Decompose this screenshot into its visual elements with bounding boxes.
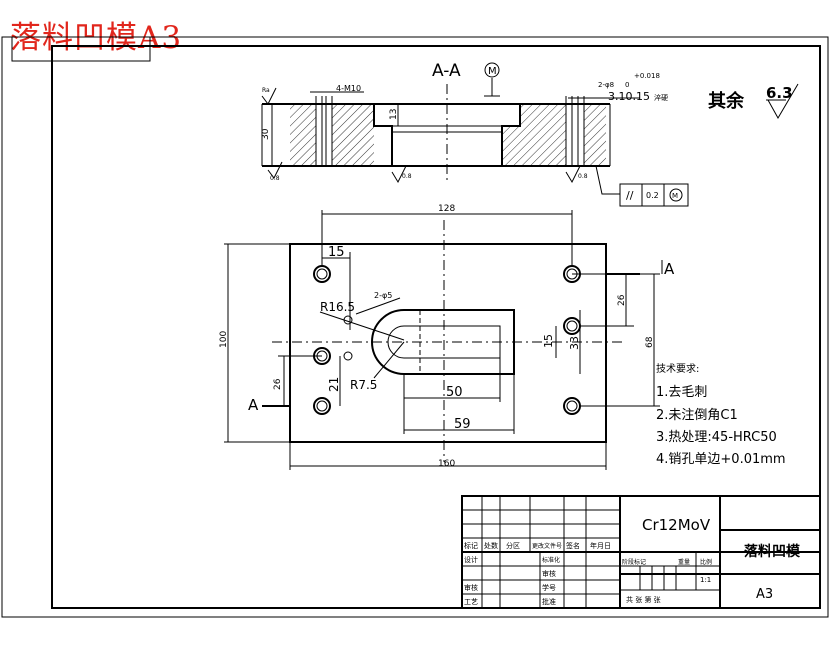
dim-15-vert: 15: [542, 334, 555, 348]
tolerance-frame: [619, 183, 689, 207]
tol-bottom: 0: [625, 81, 629, 89]
dim-59: 59: [454, 417, 471, 432]
tb-sheet: 共 张 第 张: [626, 595, 661, 604]
drawing-title: 落料凹模A3: [10, 20, 183, 56]
tech-note-2: 2.未注倒角C1: [656, 408, 738, 423]
tb-approve: 批准: [542, 597, 556, 606]
roughness-other-label: 其余: [708, 90, 745, 112]
tb-label-2: 分区: [506, 541, 520, 550]
roughness-value-top-left: Ra: [262, 87, 270, 94]
tb-stage: 阶段标记: [622, 558, 646, 566]
hole-note: 3.10.15: [608, 90, 650, 103]
tb-design: 设计: [464, 555, 478, 564]
hole-note-suffix: 淬硬: [654, 93, 668, 102]
section-marker: M: [488, 66, 497, 77]
roughness-value-bottom-center: 0.8: [402, 173, 412, 180]
tb-audit: 审核: [542, 569, 556, 578]
dim-50: 50: [446, 385, 463, 400]
tb-weight: 重量: [678, 558, 690, 566]
hatch-right-top: [520, 104, 566, 126]
dim-26-right: 26: [617, 294, 627, 306]
tb-size: A3: [756, 587, 773, 602]
plate-outline: [289, 243, 607, 443]
dim-r16: R16.5: [320, 300, 355, 314]
hole-bottom-left: [313, 397, 331, 415]
roughness-other-value: 6.3: [766, 84, 793, 102]
inner-border: [51, 45, 821, 609]
dim-r75: R7.5: [350, 378, 377, 392]
title-block: 标记 处数 分区 更改文件号 签名 年月日 设计 审核 工艺 标准化 审核 学号…: [461, 495, 821, 609]
section-label: A-A: [432, 61, 461, 81]
tol-datum: M: [672, 192, 678, 200]
dim-thread: 4-M10: [336, 84, 361, 93]
tol-top: +0.018: [634, 72, 660, 80]
roughness-mark-bottom-center: [391, 165, 407, 184]
hatch-left-outer: [290, 104, 316, 166]
tb-label-1: 处数: [484, 541, 498, 550]
tech-note-4: 4.销孔单边+0.01mm: [656, 452, 786, 467]
roughness-value-bottom-left: 0.8: [270, 175, 280, 182]
roughness-mark-bottom-right: [565, 165, 581, 184]
hole-top-left: [313, 265, 331, 283]
plan-view: 128 160 100 15 R16.5 2-φ5 26 15 33 68: [219, 204, 675, 470]
roughness-other: 其余 6.3: [708, 83, 799, 120]
hatch-right-inner: [502, 126, 566, 166]
hatch-left-inner: [332, 104, 374, 166]
tb-material: Cr12MoV: [642, 516, 711, 534]
roughness-mark-top-left: [261, 87, 277, 105]
section-mark-left: A: [248, 396, 259, 414]
tb-scale-label: 比例: [700, 558, 712, 566]
tol-value: 0.2: [646, 191, 659, 200]
tol-symbol: //: [626, 189, 634, 202]
tb-review: 审核: [464, 583, 478, 592]
tb-part-name: 落料凹模: [744, 543, 801, 560]
dim-26-left: 26: [273, 378, 283, 390]
tech-notes: 技术要求: 1.去毛刺 2.未注倒角C1 3.热处理:45-HRC50 4.销孔…: [656, 362, 786, 467]
dim-height: 30: [261, 128, 271, 140]
roughness-mark-bottom-left: [267, 161, 283, 179]
tb-label-4: 签名: [566, 541, 580, 550]
section-mark-right: A: [664, 260, 675, 278]
dim-128: 128: [438, 204, 455, 214]
roughness-value-bottom-right: 0.8: [578, 173, 588, 180]
section-marker-circle: [484, 62, 500, 78]
section-view: A-A M 30 4-M10 13 Ra 0.8 0.8 0.8 +0.018 …: [261, 61, 689, 207]
hole-count: 2-φ8: [598, 81, 614, 89]
hole-mid-right: [563, 317, 581, 335]
tb-scale: 1:1: [700, 576, 711, 584]
dim-depth: 13: [389, 109, 399, 120]
tech-notes-heading: 技术要求:: [656, 362, 699, 375]
tb-standard: 标准化: [542, 556, 560, 564]
dim-hole2: 2-φ5: [374, 291, 392, 300]
outer-border: [1, 36, 829, 618]
tech-note-1: 1.去毛刺: [656, 385, 707, 400]
dim-15: 15: [328, 245, 345, 260]
tb-label-5: 年月日: [590, 541, 611, 550]
tb-label-3: 更改文件号: [532, 542, 562, 550]
dim-68: 68: [645, 336, 655, 348]
dim-160: 160: [438, 459, 455, 469]
hole-bottom-right: [563, 397, 581, 415]
tb-number: 学号: [542, 583, 556, 592]
dim-100: 100: [219, 331, 229, 348]
pin-hole-2: [343, 351, 353, 361]
tb-process: 工艺: [464, 598, 478, 606]
hatch-right-outer: [584, 104, 606, 166]
slot-outline: [371, 309, 515, 375]
dim-33: 33: [568, 336, 581, 350]
title-label-box: [11, 36, 151, 62]
dim-21: 21: [327, 377, 341, 392]
tb-label-0: 标记: [464, 541, 478, 550]
tech-note-3: 3.热处理:45-HRC50: [656, 430, 777, 445]
